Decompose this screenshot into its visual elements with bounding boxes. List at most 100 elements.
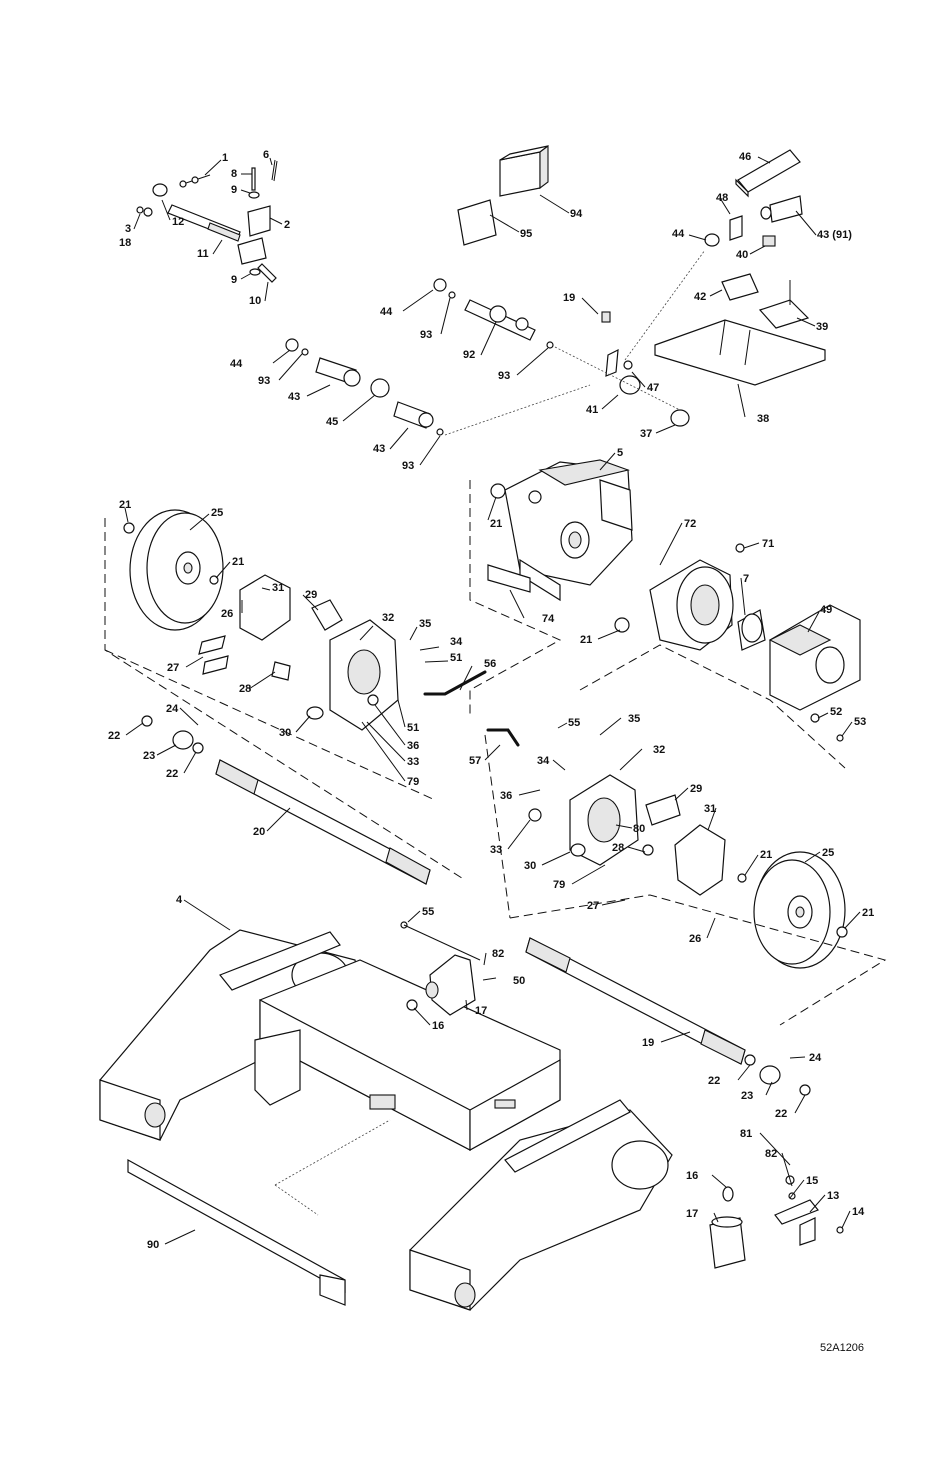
callout-50: 50 bbox=[513, 975, 525, 987]
callout-56: 56 bbox=[484, 658, 496, 670]
callout-52: 52 bbox=[830, 706, 842, 718]
callout-43-91: 43 (91) bbox=[817, 229, 852, 241]
callout-46: 46 bbox=[739, 151, 751, 163]
callout-90: 90 bbox=[147, 1239, 159, 1251]
callout-15: 15 bbox=[806, 1175, 818, 1187]
callout-14: 14 bbox=[852, 1206, 865, 1218]
callout-49: 49 bbox=[820, 604, 832, 616]
callout-93: 93 bbox=[258, 375, 270, 387]
callout-34: 34 bbox=[537, 755, 550, 767]
callout-93: 93 bbox=[420, 329, 432, 341]
callout-45: 45 bbox=[326, 416, 338, 428]
callout-31: 31 bbox=[704, 803, 716, 815]
callout-93: 93 bbox=[498, 370, 510, 382]
callout-33: 33 bbox=[407, 756, 419, 768]
callout-74: 74 bbox=[542, 613, 555, 625]
callout-30: 30 bbox=[524, 860, 536, 872]
callout-12: 12 bbox=[172, 216, 184, 228]
figure-code: 52A1206 bbox=[820, 1342, 864, 1354]
callout-23: 23 bbox=[741, 1090, 753, 1102]
callout-24: 24 bbox=[809, 1052, 822, 1064]
callout-32: 32 bbox=[653, 744, 665, 756]
callout-18: 18 bbox=[119, 237, 131, 249]
accumulator-center bbox=[400, 921, 481, 1016]
callout-23: 23 bbox=[143, 750, 155, 762]
callout-5: 5 bbox=[617, 447, 623, 459]
callout-92: 92 bbox=[463, 349, 475, 361]
callout-95: 95 bbox=[520, 228, 532, 240]
callout-72: 72 bbox=[684, 518, 696, 530]
callout-26: 26 bbox=[221, 608, 233, 620]
callout-53: 53 bbox=[854, 716, 866, 728]
callout-29: 29 bbox=[305, 589, 317, 601]
gearbox-assembly bbox=[487, 459, 633, 633]
callout-33: 33 bbox=[490, 844, 502, 856]
callout-10: 10 bbox=[249, 295, 261, 307]
callout-9: 9 bbox=[231, 274, 237, 286]
callout-80: 80 bbox=[633, 823, 645, 835]
callout-94: 94 bbox=[570, 208, 583, 220]
callout-44: 44 bbox=[230, 358, 243, 370]
callout-32: 32 bbox=[382, 612, 394, 624]
callout-9: 9 bbox=[231, 184, 237, 196]
callout-71: 71 bbox=[762, 538, 774, 550]
callout-79: 79 bbox=[553, 879, 565, 891]
callout-17: 17 bbox=[475, 1005, 487, 1017]
callout-79: 79 bbox=[407, 776, 419, 788]
callout-11: 11 bbox=[197, 248, 209, 260]
callout-35: 35 bbox=[419, 618, 431, 630]
group-boundaries bbox=[104, 480, 887, 1026]
callout-30: 30 bbox=[279, 727, 291, 739]
callout-25: 25 bbox=[211, 507, 223, 519]
accumulator-bottom bbox=[709, 1175, 844, 1269]
callout-42: 42 bbox=[694, 291, 706, 303]
callout-41: 41 bbox=[586, 404, 598, 416]
callout-20: 20 bbox=[253, 826, 265, 838]
callout-13: 13 bbox=[827, 1190, 839, 1202]
callout-27: 27 bbox=[587, 900, 599, 912]
callout-82: 82 bbox=[765, 1148, 777, 1160]
callout-48: 48 bbox=[716, 192, 728, 204]
callout-6: 6 bbox=[263, 149, 269, 161]
callout-19: 19 bbox=[563, 292, 575, 304]
callout-3: 3 bbox=[125, 223, 131, 235]
callout-47: 47 bbox=[647, 382, 659, 394]
callout-28: 28 bbox=[612, 842, 624, 854]
callout-44: 44 bbox=[672, 228, 685, 240]
callout-40: 40 bbox=[736, 249, 748, 261]
callout-4: 4 bbox=[176, 894, 183, 906]
callout-39: 39 bbox=[816, 321, 828, 333]
callout-21: 21 bbox=[760, 849, 772, 861]
callout-55: 55 bbox=[568, 717, 580, 729]
callout-37: 37 bbox=[640, 428, 652, 440]
callout-26: 26 bbox=[689, 933, 701, 945]
callout-55: 55 bbox=[422, 906, 434, 918]
callout-22: 22 bbox=[775, 1108, 787, 1120]
callout-2: 2 bbox=[284, 219, 290, 231]
callout-7: 7 bbox=[743, 573, 749, 585]
callout-16: 16 bbox=[432, 1020, 444, 1032]
callout-1: 1 bbox=[222, 152, 228, 164]
callout-22: 22 bbox=[108, 730, 120, 742]
callout-51: 51 bbox=[407, 722, 419, 734]
callout-21: 21 bbox=[580, 634, 592, 646]
left-wheel-brake-group bbox=[123, 509, 487, 885]
callout-36: 36 bbox=[407, 740, 419, 752]
callout-21: 21 bbox=[490, 518, 502, 530]
callout-25: 25 bbox=[822, 847, 834, 859]
callout-57: 57 bbox=[469, 755, 481, 767]
callout-labels: 1 6 8 9 2 12 3 18 11 9 10 94 95 46 48 44… bbox=[108, 149, 874, 1354]
callout-19: 19 bbox=[642, 1037, 654, 1049]
callout-31: 31 bbox=[272, 582, 284, 594]
callout-38: 38 bbox=[757, 413, 769, 425]
callout-51: 51 bbox=[450, 652, 462, 664]
callout-36: 36 bbox=[500, 790, 512, 802]
cross-bar bbox=[127, 1119, 391, 1306]
right-wheel-brake-group bbox=[486, 728, 848, 1096]
callout-28: 28 bbox=[239, 683, 251, 695]
main-frame bbox=[99, 929, 673, 1311]
callout-43: 43 bbox=[373, 443, 385, 455]
callout-24: 24 bbox=[166, 703, 179, 715]
callout-35: 35 bbox=[628, 713, 640, 725]
